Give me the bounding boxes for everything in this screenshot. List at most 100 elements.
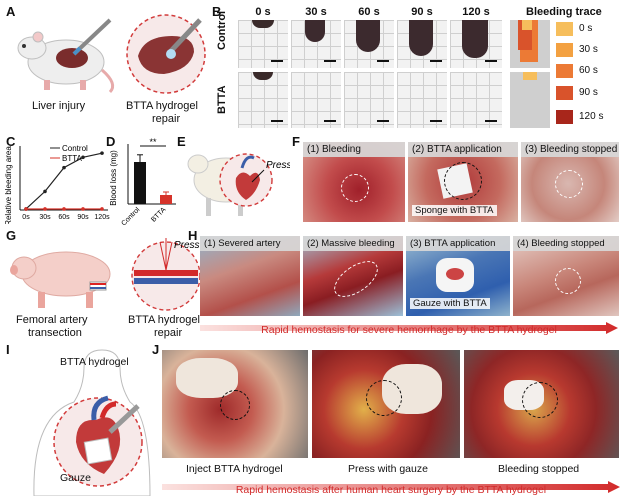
artery-repair-illustration: Press [131,238,201,311]
chart-c-point [43,207,47,211]
control-30s-photo [291,20,341,68]
legend-label-30: 30 s [579,44,598,55]
chart-c-legend-control: Control [62,144,88,153]
chart-c-legend-btta: BTTA [62,154,83,163]
pig-severed-artery-photo: (1) Severed artery [200,236,300,316]
legend-swatch-60 [556,64,573,78]
panel-g-caption-right: BTTA hydrogel [128,314,200,326]
hemostasis-arrow-h [200,322,618,334]
blood-loss-chart: Blood loss (mg) Control BTTA ** [109,138,176,227]
sheep-bleeding-stopped-photo: (3) Bleeding stopped [521,142,619,222]
gauze-note: Gauze with BTTA [410,298,490,309]
panel-label-b: B [212,4,222,19]
heart-inject-photo [162,350,308,458]
btta-0s-photo [238,72,288,128]
chart-c-xtick: 30s [39,214,51,221]
chart-c-point [100,207,104,211]
time-label-90: 90 s [411,6,433,18]
sponge-note: Sponge with BTTA [412,205,497,216]
panel-h-arrow-text: Rapid hemostasis for severe hemorrhage b… [261,324,557,336]
time-label-60: 60 s [358,6,380,18]
stopped-artery-marker [555,268,581,294]
rat-illustration [17,18,115,94]
heart-press-photo [312,350,460,458]
trace-control-map [510,20,550,68]
sheep-btta-application-photo: (2) BTTA application Sponge with BTTA [408,142,518,222]
panel-i-gauze-label: Gauze [60,472,91,484]
chart-d-bar [160,195,172,204]
panel-g-caption-left: Femoral artery [16,314,88,326]
time-label-120: 120 s [462,6,490,18]
panel-label-i: I [6,342,10,357]
panel-label-e: E [177,134,186,149]
inject-site-marker [220,390,250,420]
panel-a-caption-left: Liver injury [32,100,86,112]
pig-massive-bleeding-photo: (2) Massive bleeding [303,236,403,316]
panel-label-h: H [188,228,198,243]
chart-c-xtick: 0s [22,214,30,221]
chart-d-ylabel: Blood loss (mg) [109,150,118,206]
chart-c-point [43,189,47,194]
row-label-btta: BTTA [216,85,228,114]
stopped-site-marker [555,170,583,198]
application-site-marker [444,162,482,200]
pig-btta-application-photo: (3) BTTA application Gauze with BTTA [406,236,510,316]
panel-j-caption-3: Bleeding stopped [498,463,580,475]
panel-h-step-1: (1) Severed artery [200,236,300,251]
panel-label-c: C [6,134,16,149]
pig-bleeding-stopped-photo: (4) Bleeding stopped [513,236,619,316]
panel-a-caption-right-2: repair [152,113,181,125]
btta-30s-photo [291,72,341,128]
sheep-illustration: Press [187,153,290,216]
chart-c-point [81,207,85,211]
panel-a-caption-right: BTTA hydrogel [126,100,198,112]
sheep-bleeding-photo: (1) Bleeding [303,142,405,222]
pig-illustration [10,251,111,308]
panel-label-d: D [106,134,116,149]
legend-swatch-30 [556,43,573,57]
panel-label-a: A [6,4,16,19]
legend-swatch-90 [556,86,573,100]
chart-d-bar [134,162,146,204]
panel-f-step-2: (2) BTTA application [408,142,518,157]
chart-c-ylabel: Relative bleeding area [4,146,13,224]
chart-d-xtick: Control [120,206,141,227]
time-label-30: 30 s [305,6,327,18]
panel-f-step-1: (1) Bleeding [303,142,405,157]
bleeding-area-marker [328,254,384,304]
chart-c-xtick: 60s [58,214,70,221]
panel-g-caption-right-2: repair [154,327,183,339]
significance-mark: ** [149,138,157,147]
chart-c-point [62,207,66,211]
panel-i-hydrogel-label: BTTA hydrogel [60,356,129,368]
panel-e-press-label: Press [266,160,290,171]
hemostasis-arrow-j [162,481,620,493]
btta-120s-photo [450,72,502,128]
legend-swatch-120 [556,110,573,124]
chart-c-point [62,165,66,170]
human-heart-illustration [33,349,151,496]
panel-h-step-4: (4) Bleeding stopped [513,236,619,251]
panel-label-g: G [6,228,17,243]
panel-j-caption-2: Press with gauze [348,463,428,475]
panel-h-step-3: (3) BTTA application [406,236,510,251]
trace-btta-map [510,72,550,128]
panel-label-j: J [152,342,160,357]
heart-stopped-photo [464,350,619,458]
chart-c-xtick: 90s [77,214,89,221]
legend-label-120: 120 s [579,111,604,122]
stopped-heart-marker [522,382,558,418]
chart-d-xtick: BTTA [150,206,167,223]
chart-c-point [81,155,85,160]
panel-j-caption-1: Inject BTTA hydrogel [186,463,283,475]
row-label-control: Control [216,10,228,50]
btta-60s-photo [344,72,394,128]
control-0s-photo [238,20,288,68]
panel-j-arrow-text: Rapid hemostasis after human heart surge… [235,484,547,496]
panel-h-step-2: (2) Massive bleeding [303,236,403,251]
legend-label-0: 0 s [579,23,593,34]
panel-g-press-label: Press [174,240,200,251]
chart-c-point [100,151,104,155]
press-site-marker [366,380,402,416]
btta-90s-photo [397,72,447,128]
